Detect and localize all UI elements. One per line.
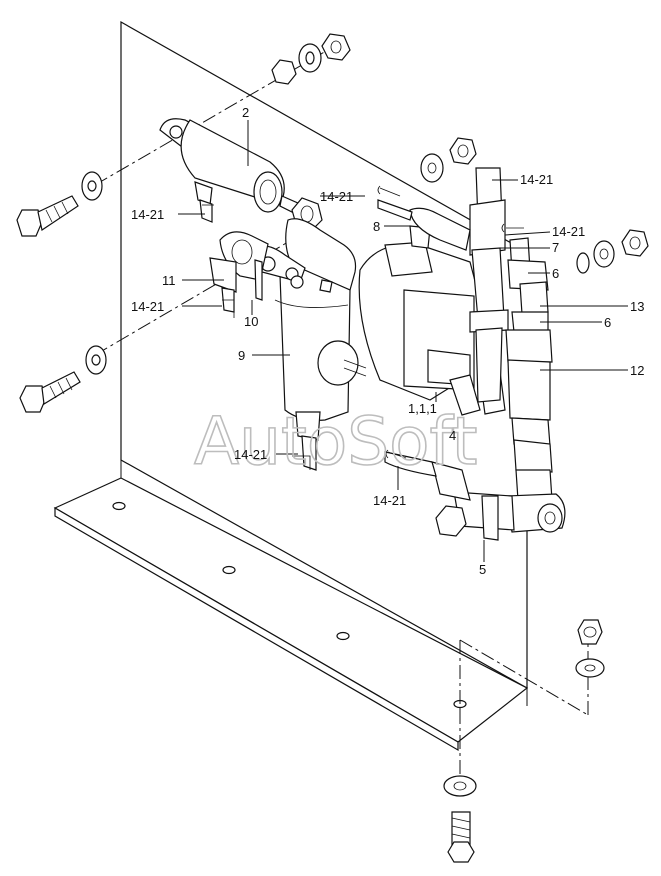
nut-icon <box>621 229 649 257</box>
label-1-1-1: 1,1,1 <box>408 401 437 416</box>
elbow-fitting-part-10-11 <box>209 231 269 313</box>
label-14-21-d: 14-21 <box>552 224 585 239</box>
washer-icon <box>575 658 605 678</box>
nut-icon <box>577 619 603 645</box>
label-14-21-c: 14-21 <box>520 172 553 187</box>
label-14-21-g: 14-21 <box>373 493 406 508</box>
label-6-b: 6 <box>604 315 611 330</box>
bracket-hole <box>222 565 236 575</box>
nut-washer-stack-bottom <box>443 619 605 863</box>
label-9: 9 <box>238 348 245 363</box>
nut-icon <box>449 137 477 165</box>
label-14-21-f: 14-21 <box>234 447 267 462</box>
label-14-21-a: 14-21 <box>131 207 164 222</box>
label-6-a: 6 <box>552 266 559 281</box>
label-11: 11 <box>162 273 176 288</box>
label-13: 13 <box>630 299 644 314</box>
label-7: 7 <box>552 240 559 255</box>
pressure-regulator-part-9 <box>252 218 367 471</box>
label-5: 5 <box>479 562 486 577</box>
pipe-assembly-right <box>435 167 566 541</box>
watermark-text: AutoSoft <box>194 403 477 480</box>
nut-washer-stack-center <box>377 137 477 251</box>
cylinder-part-2 <box>159 118 323 231</box>
label-14-21-b: 14-21 <box>320 189 353 204</box>
callout-labels: 2 14-21 14-21 8 14-21 14-21 7 6 13 6 12 … <box>131 105 644 577</box>
label-2: 2 <box>242 105 249 120</box>
washer-icon <box>593 240 615 268</box>
washer-icon <box>443 775 477 797</box>
bracket-hole <box>336 631 350 641</box>
leader-lines <box>178 120 628 562</box>
nut-icon <box>435 505 467 537</box>
nut-washer-stack-right <box>576 229 649 274</box>
inline-valve-part-4 <box>384 451 471 501</box>
bolt-upper <box>16 171 103 237</box>
pressure-regulator-icon <box>285 218 357 291</box>
label-12: 12 <box>630 363 644 378</box>
pipe-fitting-icon <box>505 329 553 363</box>
label-8: 8 <box>373 219 380 234</box>
bolt-lower <box>19 345 107 413</box>
label-10: 10 <box>244 314 258 329</box>
washer-icon <box>576 252 590 274</box>
nut-washer-stack-top <box>271 33 351 85</box>
nut-icon <box>321 33 351 61</box>
washer-icon <box>420 153 444 183</box>
label-4: 4 <box>449 428 456 443</box>
label-14-21-e: 14-21 <box>131 299 164 314</box>
nut-icon <box>271 59 297 85</box>
bracket-hole <box>112 501 126 511</box>
small-fittings <box>202 185 524 470</box>
